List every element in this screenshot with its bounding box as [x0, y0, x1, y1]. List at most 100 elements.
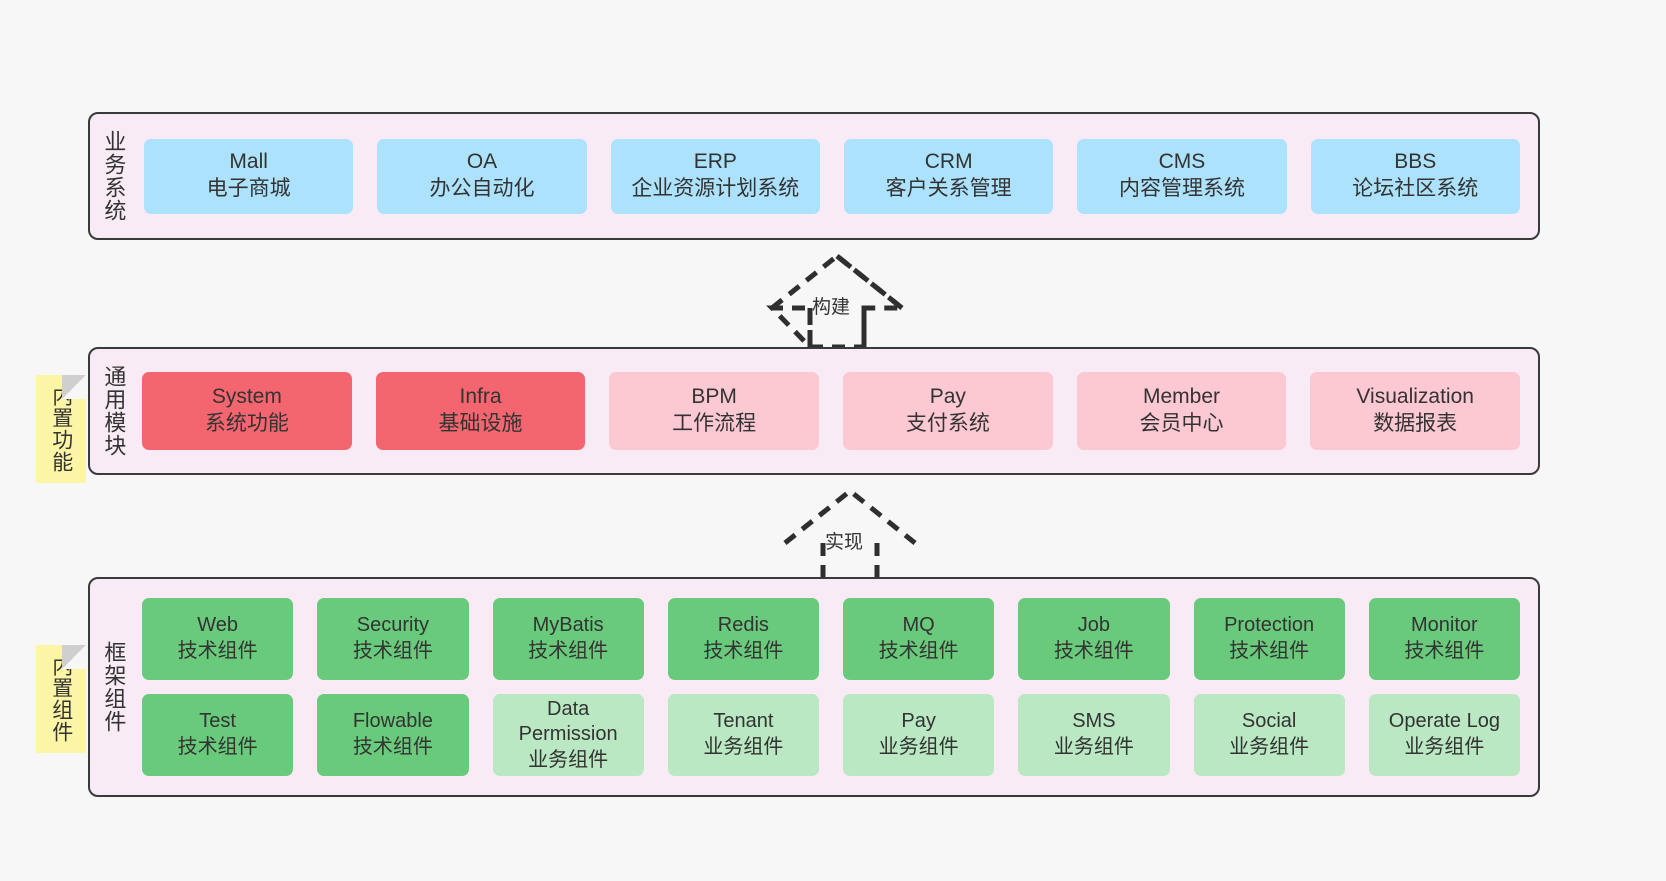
node-protection[interactable]: Protection 技术组件 [1193, 598, 1345, 680]
node-security-desc: 技术组件 [352, 640, 433, 662]
node-visualization[interactable]: Visualization 数据报表 [1310, 372, 1521, 450]
node-oa-name: OA [466, 150, 498, 174]
node-erp[interactable]: ERP 企业资源计划系统 [610, 138, 820, 214]
connector-build: 构建 [752, 252, 922, 347]
layer-framework-component-title: 框架组件 [101, 641, 127, 733]
node-mybatis-desc: 技术组件 [528, 640, 609, 662]
node-infra[interactable]: Infra 基础设施 [375, 372, 586, 450]
node-member-desc: 会员中心 [1139, 412, 1224, 435]
node-monitor[interactable]: Monitor 技术组件 [1368, 598, 1520, 680]
layer-framework-component-body: Web 技术组件 Security 技术组件 MyBatis 技术组件 Redi… [136, 579, 1538, 795]
node-job-desc: 技术组件 [1053, 640, 1134, 662]
node-operate-log-desc: 业务组件 [1404, 736, 1485, 758]
node-web-name: Web [197, 614, 238, 637]
node-erp-name: ERP [693, 150, 737, 174]
node-monitor-desc: 技术组件 [1404, 640, 1485, 662]
node-tenant[interactable]: Tenant 业务组件 [667, 694, 819, 776]
node-sms-desc: 业务组件 [1053, 736, 1134, 758]
node-tenant-desc: 业务组件 [703, 736, 784, 758]
node-cms[interactable]: CMS 内容管理系统 [1077, 138, 1287, 214]
node-mq-desc: 技术组件 [878, 640, 959, 662]
node-monitor-name: Monitor [1411, 614, 1478, 637]
node-pay-module[interactable]: Pay 支付系统 [843, 372, 1053, 450]
node-crm-name: CRM [924, 150, 973, 174]
node-job-name: Job [1077, 614, 1110, 637]
node-cms-name: CMS [1158, 150, 1206, 174]
node-protection-name: Protection [1224, 614, 1315, 637]
node-member-name: Member [1143, 385, 1221, 409]
node-sms-name: SMS [1072, 710, 1116, 733]
node-data-permission-name: Data Permission [518, 697, 618, 746]
node-flowable-desc: 技术组件 [352, 736, 433, 758]
connector-build-label: 构建 [812, 297, 851, 318]
business-node-row: Mall 电子商城 OA 办公自动化 ERP 企业资源计划系统 CRM 客户关系… [144, 138, 1520, 214]
node-erp-desc: 企业资源计划系统 [631, 177, 800, 200]
node-redis[interactable]: Redis 技术组件 [667, 598, 819, 680]
node-mall-desc: 电子商城 [206, 177, 291, 200]
node-security[interactable]: Security 技术组件 [317, 598, 469, 680]
node-web[interactable]: Web 技术组件 [142, 598, 294, 680]
node-bbs[interactable]: BBS 论坛社区系统 [1310, 138, 1520, 214]
node-redis-desc: 技术组件 [703, 640, 784, 662]
node-cms-desc: 内容管理系统 [1118, 177, 1245, 200]
node-mall-name: Mall [229, 150, 268, 174]
node-web-desc: 技术组件 [177, 640, 258, 662]
node-protection-desc: 技术组件 [1229, 640, 1310, 662]
node-pay-component[interactable]: Pay 业务组件 [843, 694, 995, 776]
node-bbs-desc: 论坛社区系统 [1352, 177, 1479, 200]
node-test[interactable]: Test 技术组件 [142, 694, 294, 776]
node-oa-desc: 办公自动化 [429, 177, 535, 200]
node-bpm[interactable]: BPM 工作流程 [609, 372, 820, 450]
node-visualization-name: Visualization [1356, 385, 1474, 409]
node-redis-name: Redis [717, 614, 769, 637]
node-social-name: Social [1241, 710, 1297, 733]
note-builtin-function-label: 内置功能 [49, 385, 73, 473]
layer-framework-component: 框架组件 Web 技术组件 Security 技术组件 MyBatis 技术组件… [88, 577, 1540, 797]
node-infra-name: Infra [459, 385, 502, 409]
framework-node-row-2: Test 技术组件 Flowable 技术组件 Data Permission … [142, 694, 1520, 776]
node-mall[interactable]: Mall 电子商城 [144, 138, 354, 214]
node-bpm-name: BPM [691, 385, 737, 409]
node-mybatis[interactable]: MyBatis 技术组件 [492, 598, 644, 680]
node-infra-desc: 基础设施 [438, 412, 523, 435]
node-mybatis-name: MyBatis [532, 614, 604, 637]
node-bpm-desc: 工作流程 [672, 412, 757, 435]
node-visualization-desc: 数据报表 [1373, 412, 1458, 435]
layer-common-module-title: 通用模块 [101, 365, 127, 457]
node-social-desc: 业务组件 [1229, 736, 1310, 758]
node-crm-desc: 客户关系管理 [885, 177, 1012, 200]
node-test-desc: 技术组件 [177, 736, 258, 758]
node-system-desc: 系统功能 [204, 412, 289, 435]
connector-implement-label: 实现 [825, 532, 864, 553]
node-flowable-name: Flowable [352, 710, 433, 733]
node-operate-log[interactable]: Operate Log 业务组件 [1368, 694, 1520, 776]
node-pay-component-name: Pay [901, 710, 936, 733]
node-mq[interactable]: MQ 技术组件 [843, 598, 995, 680]
node-data-permission[interactable]: Data Permission 业务组件 [492, 694, 644, 776]
layer-common-module-body: System 系统功能 Infra 基础设施 BPM 工作流程 Pay 支付系统… [136, 349, 1538, 473]
node-pay-component-desc: 业务组件 [878, 736, 959, 758]
node-crm[interactable]: CRM 客户关系管理 [843, 138, 1054, 214]
layer-business-system: 业务系统 Mall 电子商城 OA 办公自动化 ERP 企业资源计划系统 CRM… [88, 112, 1540, 240]
node-oa[interactable]: OA 办公自动化 [377, 138, 587, 214]
node-pay-module-name: Pay [929, 385, 966, 409]
node-bbs-name: BBS [1394, 150, 1437, 174]
node-job[interactable]: Job 技术组件 [1018, 598, 1170, 680]
framework-node-row-1: Web 技术组件 Security 技术组件 MyBatis 技术组件 Redi… [142, 598, 1520, 680]
node-pay-module-desc: 支付系统 [905, 412, 990, 435]
layer-business-system-title: 业务系统 [101, 130, 127, 222]
node-flowable[interactable]: Flowable 技术组件 [317, 694, 469, 776]
node-member[interactable]: Member 会员中心 [1076, 372, 1287, 450]
node-social[interactable]: Social 业务组件 [1193, 694, 1345, 776]
node-tenant-name: Tenant [713, 710, 774, 733]
node-sms[interactable]: SMS 业务组件 [1018, 694, 1170, 776]
node-mq-name: MQ [902, 614, 935, 637]
node-test-name: Test [199, 710, 236, 733]
node-data-permission-desc: 业务组件 [528, 748, 609, 771]
note-builtin-component: 内置组件 [36, 645, 86, 753]
generalization-arrow-icon [783, 487, 917, 582]
note-builtin-component-label: 内置组件 [49, 655, 73, 743]
node-system[interactable]: System 系统功能 [142, 372, 352, 450]
node-system-name: System [211, 385, 282, 409]
